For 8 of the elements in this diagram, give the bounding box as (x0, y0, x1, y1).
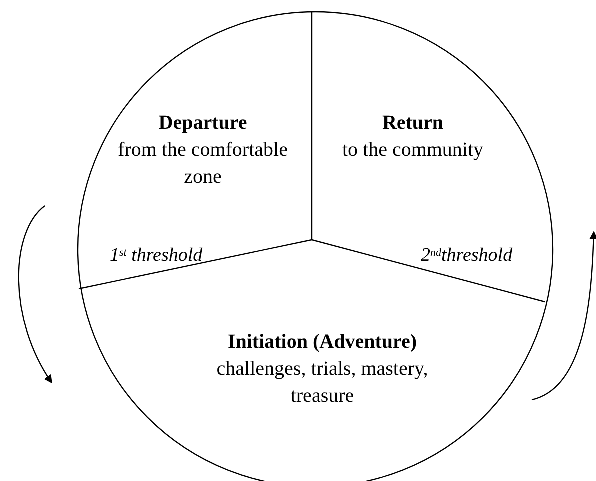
sector-heading: Initiation (Adventure) (228, 330, 418, 355)
sector-heading: Departure (158, 111, 248, 136)
sector-text: to the community (342, 138, 484, 163)
threshold-label: 1$^{st}$ threshold (110, 244, 203, 268)
sector-text: challenges, trials, mastery, treasure (216, 357, 430, 409)
threshold-label: 2$^{nd}$threshold (421, 244, 513, 268)
sector-heading: Return (382, 111, 444, 136)
sector-text: from the comfortable zone (117, 138, 289, 190)
